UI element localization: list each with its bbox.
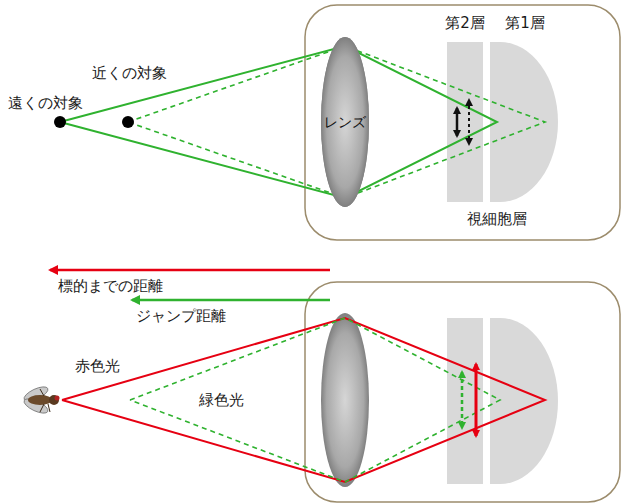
light-label: 赤色光: [75, 357, 120, 375]
light-label: 緑色光: [199, 391, 244, 409]
layer-label: 第2層: [445, 14, 485, 32]
lens: レンズ: [321, 37, 369, 207]
distance-label: 標的までの距離: [58, 277, 163, 295]
object-label: 近くの対象: [92, 64, 167, 82]
distance-label: ジャンプ距離: [136, 307, 226, 325]
layer-label: 視細胞層: [467, 210, 527, 228]
lens-label: レンズ: [324, 114, 366, 131]
layer-label: 第1層: [505, 14, 545, 32]
fly-icon: [22, 384, 59, 416]
object-label: 遠くの対象: [8, 94, 83, 112]
